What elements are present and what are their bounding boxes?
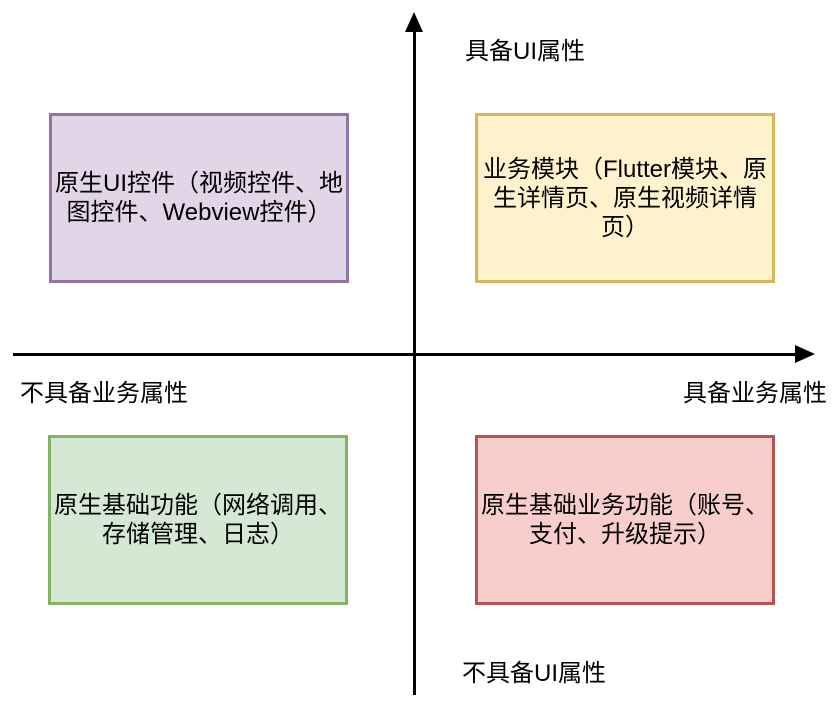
quadrant-box-label-line: 原生UI控件（视频控件、地 [55,170,343,197]
quadrant-box-native-basic-business-functions: 原生基础业务功能（账号、 支付、升级提示） [475,435,775,605]
y-axis-positive-label: 具备UI属性 [465,38,585,65]
quadrant-box-label-line: 原生基础功能（网络调用、 [54,492,342,519]
y-axis-line [413,24,416,695]
quadrant-box-label-line: 页） [601,213,649,241]
quadrant-box-label-line: 图控件、Webview控件） [66,199,332,226]
quadrant-box-business-modules: 业务模块（Flutter模块、原 生详情页、原生视频详情 页） [475,113,775,283]
quadrant-box-label-line: 原生基础业务功能（账号、 [481,492,769,519]
x-axis-line [13,353,795,356]
quadrant-box-label-line: 支付、升级提示） [529,521,721,548]
quadrant-box-native-ui-controls: 原生UI控件（视频控件、地 图控件、Webview控件） [49,113,349,283]
y-axis-arrowhead-icon [405,12,423,32]
x-axis-negative-label: 不具备业务属性 [20,380,188,407]
quadrant-box-label-line: 业务模块（Flutter模块、原 [482,155,767,183]
quadrant-box-label-line: 存储管理、日志） [102,521,294,548]
quadrant-box-label-line: 生详情页、原生视频详情 [493,184,757,212]
y-axis-negative-label: 不具备UI属性 [462,660,606,687]
quadrant-box-native-basic-functions: 原生基础功能（网络调用、 存储管理、日志） [48,435,348,605]
x-axis-positive-label: 具备业务属性 [683,380,827,407]
x-axis-arrowhead-icon [795,345,815,363]
